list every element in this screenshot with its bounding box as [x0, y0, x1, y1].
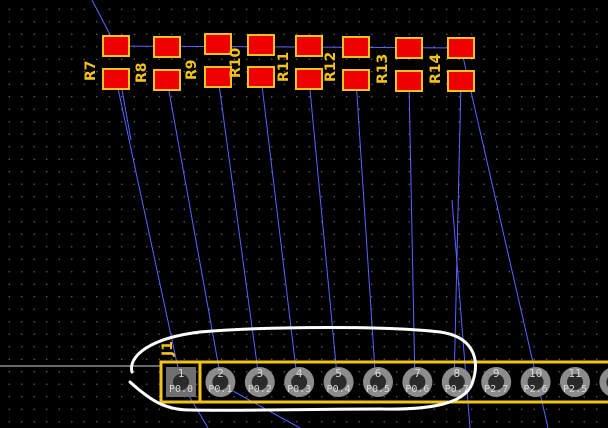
resistor-r8[interactable]: R8 [134, 36, 181, 91]
ratsnest-line [460, 47, 549, 428]
pin-pad[interactable] [599, 367, 608, 397]
header-pin[interactable]: 1P0.0 [166, 367, 196, 397]
pin-drill-hole [527, 374, 544, 390]
pin-number: 10 [529, 367, 542, 380]
ratsnest-line [115, 78, 182, 383]
pin-drill-hole [409, 374, 426, 390]
pin-number: 8 [453, 367, 460, 380]
resistor-r12[interactable]: R12 [323, 36, 370, 91]
resistor-pad-2[interactable] [447, 70, 475, 92]
header-pin[interactable]: 5P0.4 [323, 367, 354, 397]
header-ref-label: J1 [160, 341, 176, 357]
resistor-layer: R7 R8 R9 R10 R11 R12 R13 R14 [83, 33, 475, 92]
pin-name: P0.3 [287, 384, 311, 395]
resistor-ref-label: R12 [323, 52, 339, 82]
header-pin[interactable]: 3P0.2 [244, 367, 275, 397]
resistor-pad-1[interactable] [342, 36, 370, 58]
pin-name: P0.1 [208, 384, 232, 395]
resistor-pad-1[interactable] [447, 37, 475, 59]
ratsnest-line [408, 80, 416, 387]
pin-drill-hole [251, 374, 268, 390]
header-layer: J11P0.02P0.13P0.24P0.35P0.46P0.57P0.68P0… [159, 341, 608, 404]
pin-number: 4 [296, 367, 303, 380]
resistor-r14[interactable]: R14 [428, 37, 475, 92]
resistor-ref-label: R13 [375, 54, 391, 84]
header-pin[interactable]: 7P0.6 [402, 367, 433, 397]
pin-number: 3 [256, 367, 263, 380]
resistor-pad-2[interactable] [204, 66, 232, 88]
resistor-r11[interactable]: R11 [276, 35, 323, 90]
pin-name: P0.0 [169, 384, 193, 395]
pin-name: P0.6 [405, 384, 429, 395]
header-pin[interactable]: 12P [599, 367, 608, 397]
resistor-pad-2[interactable] [102, 68, 130, 90]
ratsnest-line [308, 78, 339, 387]
resistor-r10[interactable]: R10 [228, 34, 275, 88]
header-pin[interactable]: 6P0.5 [363, 367, 393, 397]
resistor-pad-1[interactable] [153, 36, 181, 58]
resistor-pad-2[interactable] [153, 69, 181, 91]
pin-drill-hole [567, 374, 583, 390]
ratsnest-line [166, 79, 223, 386]
header-outline[interactable] [159, 360, 608, 404]
annotation-layer [128, 326, 477, 412]
ratsnest-line [221, 384, 301, 428]
pin-number: 5 [335, 367, 342, 380]
pin-name: P0.5 [366, 384, 390, 395]
pin-number: 6 [375, 367, 382, 380]
resistor-pad-2[interactable] [395, 70, 423, 92]
pin-number: 2 [217, 367, 224, 380]
resistor-ref-label: R14 [428, 53, 444, 84]
resistor-pad-2[interactable] [342, 69, 370, 91]
resistor-r7[interactable]: R7 [83, 35, 130, 90]
ratsnest-line [260, 76, 299, 387]
pin-drill-hole [291, 374, 308, 390]
resistor-pad-2[interactable] [295, 68, 323, 90]
resistor-ref-label: R7 [83, 60, 99, 81]
pin-drill-hole [448, 374, 465, 390]
resistor-pad-1[interactable] [204, 33, 232, 55]
pin-number: 9 [493, 367, 500, 380]
resistor-pad-1[interactable] [395, 37, 423, 59]
pin-name: P2.6 [524, 384, 548, 395]
resistor-pad-1[interactable] [247, 34, 275, 56]
header-pin[interactable]: 2P0.1 [205, 367, 236, 397]
resistor-ref-label: R10 [228, 47, 244, 78]
header-pin[interactable]: 9P2.7 [481, 367, 512, 397]
pin-name: P0.4 [327, 384, 351, 395]
resistor-pad-2[interactable] [247, 66, 275, 88]
pin-drill-hole [370, 374, 386, 390]
pin-name: P0.7 [445, 384, 469, 395]
resistor-ref-label: R8 [134, 62, 150, 83]
pin-number: 1 [178, 367, 185, 380]
pin-drill-hole [212, 374, 229, 390]
resistor-r9[interactable]: R9 [184, 33, 232, 88]
pin-name: P2.5 [563, 384, 587, 395]
pin-number: 11 [568, 367, 581, 380]
header-pin[interactable]: 8P0.7 [441, 367, 472, 397]
pin-drill-hole [330, 374, 347, 390]
resistor-ref-label: R9 [184, 59, 200, 80]
resistor-ref-label: R11 [276, 52, 292, 82]
resistor-pad-1[interactable] [102, 35, 130, 57]
resistor-pad-1[interactable] [295, 35, 323, 57]
ratsnest-layer [0, 0, 549, 428]
pin-number: 7 [414, 367, 421, 380]
pin-name: P2.7 [484, 384, 508, 395]
header-pin[interactable]: 4P0.3 [284, 367, 315, 397]
pin-name: P0.2 [248, 384, 272, 395]
pin-drill-hole [488, 374, 505, 390]
ratsnest-line [217, 76, 261, 387]
pin-drill-hole [173, 374, 189, 390]
annotation-circle [128, 326, 477, 412]
ratsnest-line [355, 79, 377, 387]
resistor-r13[interactable]: R13 [375, 37, 423, 92]
